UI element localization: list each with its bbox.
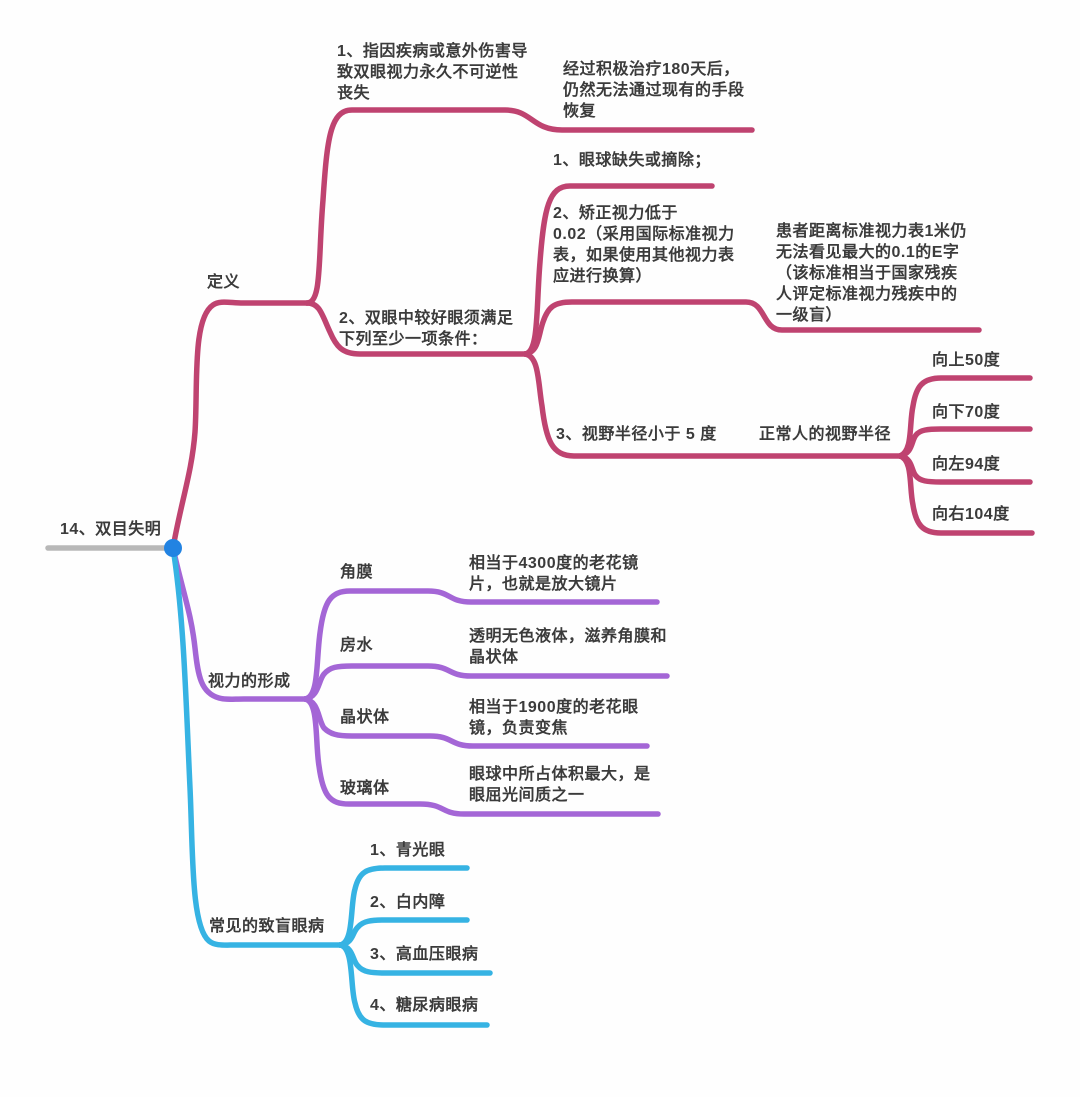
edge-criteria-item2 (522, 299, 982, 357)
node-fov-left[interactable]: 向左94度 (932, 456, 1001, 473)
node-definition[interactable]: 定义 (207, 274, 241, 291)
edge-fov-right (897, 453, 1035, 536)
root-node-label[interactable]: 14、双目失明 (60, 521, 162, 538)
node-disease-cataract[interactable]: 2、白内障 (370, 894, 446, 911)
edge-disease-2 (337, 917, 470, 948)
edge-definition-cause (304, 107, 755, 306)
edge-root-vision (170, 545, 308, 702)
node-fov-down[interactable]: 向下70度 (932, 404, 1001, 421)
node-lens-desc[interactable]: 相当于1900度的老花眼 镜，负责变焦 (469, 699, 639, 737)
vision-branch-edges (170, 545, 670, 817)
node-criteria-item2[interactable]: 2、矫正视力低于 0.02（采用国际标准视力 表，如果使用其他视力表 应进行换算… (553, 205, 735, 285)
edge-vision-lens (302, 696, 650, 749)
node-fov-right[interactable]: 向右104度 (932, 506, 1010, 523)
node-criteria-item3-detail[interactable]: 正常人的视野半径 (759, 426, 892, 443)
node-vision-formation[interactable]: 视力的形成 (208, 673, 291, 690)
node-disease-hypertension[interactable]: 3、高血压眼病 (370, 946, 479, 963)
node-fov-up[interactable]: 向上50度 (932, 352, 1001, 369)
edge-criteria-item1 (522, 183, 715, 357)
node-definition-criteria[interactable]: 2、双眼中较好眼须满足 下列至少一项条件： (339, 310, 514, 348)
node-definition-cause-detail[interactable]: 经过积极治疗180天后， 仍然无法通过现有的手段 恢复 (563, 61, 745, 120)
node-blinding-diseases[interactable]: 常见的致盲眼病 (209, 918, 325, 935)
node-aqueous[interactable]: 房水 (340, 637, 374, 654)
disease-branch-edges (170, 545, 493, 1028)
edge-root-definition (170, 299, 310, 551)
node-disease-glaucoma[interactable]: 1、青光眼 (370, 842, 446, 859)
node-disease-diabetes[interactable]: 4、糖尿病眼病 (370, 997, 479, 1014)
edge-vision-vitreous (302, 696, 661, 817)
node-vitreous[interactable]: 玻璃体 (340, 780, 390, 797)
definition-branch-edges (170, 107, 1035, 551)
edge-vision-cornea (302, 588, 660, 702)
edge-criteria-item3 (522, 351, 903, 459)
node-criteria-item3[interactable]: 3、视野半径小于 5 度 (556, 426, 717, 443)
edge-definition-criteria (304, 300, 528, 357)
node-lens[interactable]: 晶状体 (340, 709, 390, 726)
node-criteria-item2-detail[interactable]: 患者距离标准视力表1米仍 无法看见最大的0.1的E字 （该标准相当于国家残疾 人… (776, 223, 967, 324)
edge-root-diseases (170, 545, 343, 948)
node-criteria-item1[interactable]: 1、眼球缺失或摘除； (553, 152, 711, 169)
node-aqueous-desc[interactable]: 透明无色液体，滋养角膜和 晶状体 (469, 628, 668, 666)
node-cornea[interactable]: 角膜 (340, 564, 374, 581)
edge-disease-4 (337, 942, 490, 1028)
edge-fov-up (897, 375, 1033, 459)
node-cornea-desc[interactable]: 相当于4300度的老花镜 片，也就是放大镜片 (469, 555, 639, 593)
node-vitreous-desc[interactable]: 眼球中所占体积最大，是 眼屈光间质之一 (469, 766, 651, 804)
edge-vision-aqueous (302, 663, 670, 702)
node-definition-cause[interactable]: 1、指因疾病或意外伤害导 致双眼视力永久不可逆性 丧失 (337, 43, 528, 102)
edge-disease-1 (337, 865, 470, 948)
root-node-dot[interactable] (164, 539, 182, 557)
edge-fov-down (897, 426, 1033, 459)
